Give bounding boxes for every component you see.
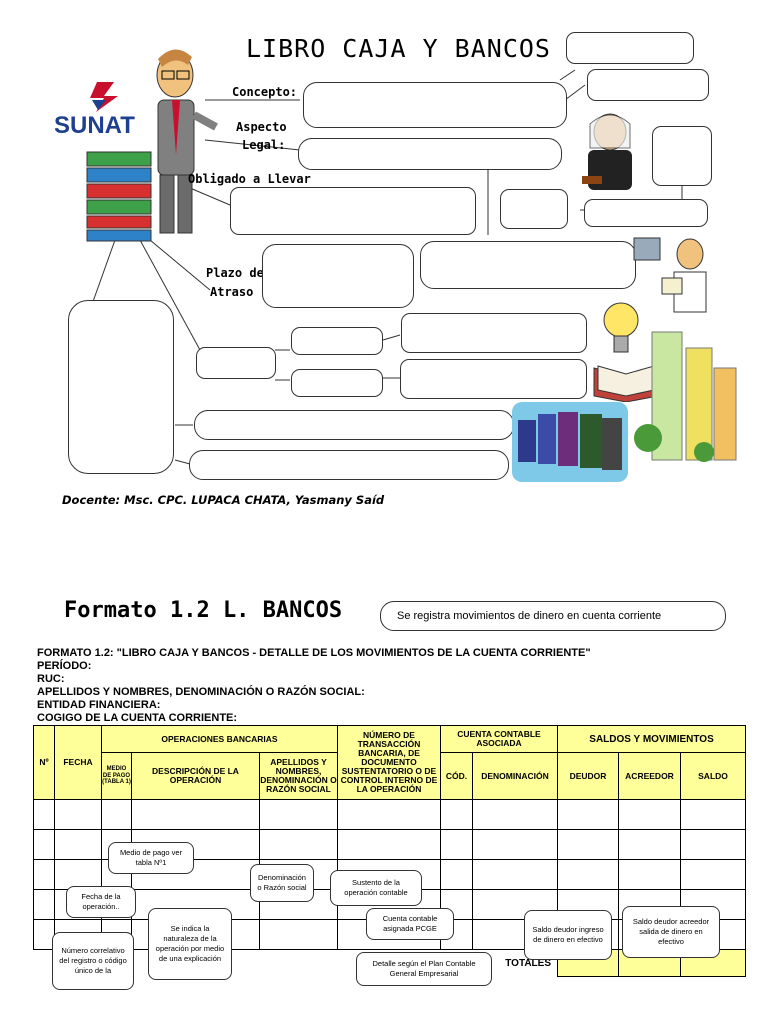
header-line-1: FORMATO 1.2: "LIBRO CAJA Y BANCOS - DETA… — [37, 647, 591, 659]
box-middle — [420, 241, 636, 289]
label-aspecto-1: Aspecto — [236, 120, 287, 134]
col-header-numero-transaccion: NÚMERO DE TRANSACCIÓN BANCARIA, DE DOCUM… — [337, 725, 441, 800]
binders-stack-illustration — [85, 150, 155, 242]
box-obligado-2 — [500, 189, 568, 229]
box-branch-1 — [291, 327, 383, 355]
header-line-6: COGIGO DE LA CUENTA CORRIENTE: — [37, 712, 238, 724]
box-title-right — [566, 32, 694, 64]
col-header-saldos: SALDOS Y MOVIMIENTOS — [556, 725, 747, 753]
box-bottom-2 — [189, 450, 509, 480]
page-title: LIBRO CAJA Y BANCOS — [246, 34, 551, 63]
col-header-cod: CÓD. — [440, 752, 473, 800]
note-saldo-acreedor: Saldo deudor acreedor salida de dinero e… — [622, 906, 720, 958]
binders-photo — [512, 402, 628, 482]
box-right-2 — [584, 199, 708, 227]
sunat-logo-text: SUNAT — [54, 112, 135, 139]
ledger-table: Nº FECHA OPERACIONES BANCARIAS NÚMERO DE… — [33, 725, 747, 977]
buildings-illustration — [632, 328, 738, 464]
box-right-tall — [652, 126, 712, 186]
note-cuenta-pcge: Cuenta contable asignada PCGE — [366, 908, 454, 940]
box-aspecto — [298, 138, 562, 170]
formato-title: Formato 1.2 L. BANCOS — [64, 598, 343, 623]
header-line-3: RUC: — [37, 673, 65, 685]
sunat-logo-icon — [90, 82, 118, 112]
box-concepto — [303, 82, 567, 128]
label-plazo-1: Plazo de — [206, 266, 264, 280]
note-saldo-deudor: Saldo deudor ingreso de dinero en efecti… — [524, 910, 612, 960]
box-right-1 — [587, 69, 709, 101]
open-book-illustration — [590, 358, 662, 403]
col-header-medio: MEDIO DE PAGO (TABLA 1) — [101, 752, 132, 800]
judge-illustration — [578, 110, 642, 194]
totales-label: TOTALES — [505, 957, 551, 969]
note-detalle-plan: Detalle según el Plan Contable General E… — [356, 952, 492, 986]
label-plazo-2: Atraso — [210, 285, 254, 299]
box-branch-1-detail — [401, 313, 587, 353]
header-line-5: ENTIDAD FINANCIERA: — [37, 699, 161, 711]
note-naturaleza: Se indica la naturaleza de la operación … — [148, 908, 232, 980]
label-obligado: Obligado a Llevar — [188, 172, 311, 186]
label-aspecto-2: Legal: — [242, 138, 286, 152]
header-line-4: APELLIDOS Y NOMBRES, DENOMINACIÓN O RAZÓ… — [37, 686, 365, 698]
note-sustento: Sustento de la operación contable — [330, 870, 422, 906]
note-medio-pago: Medio de pago ver tabla Nº1 — [108, 842, 194, 874]
col-header-saldo: SALDO — [679, 752, 747, 800]
label-concepto: Concepto: — [232, 85, 298, 99]
sunat-logo: SUNAT — [52, 76, 162, 139]
note-fecha: Fecha de la operación.. — [66, 886, 136, 918]
box-small-mid — [196, 347, 276, 379]
col-header-cuenta: CUENTA CONTABLE ASOCIADA — [440, 725, 558, 753]
table-row — [33, 829, 747, 860]
box-plazo — [262, 244, 414, 308]
reading-man-illustration — [632, 232, 712, 316]
lightbulb-illustration — [602, 300, 640, 360]
col-header-fecha: FECHA — [54, 725, 102, 800]
col-header-denominacion: DENOMINACIÓN — [472, 752, 558, 800]
box-obligado — [230, 187, 476, 235]
col-header-acreedor: ACREEDOR — [618, 752, 681, 800]
box-left-tall — [68, 300, 174, 474]
formato-callout: Se registra movimientos de dinero en cue… — [380, 601, 726, 631]
col-header-descripcion: DESCRIPCIÓN DE LA OPERACIÓN — [131, 752, 260, 800]
box-branch-2-detail — [400, 359, 587, 399]
table-row — [33, 799, 747, 830]
col-header-deudor: DEUDOR — [557, 752, 619, 800]
col-header-num: Nº — [33, 725, 55, 800]
cartoon-man-illustration — [130, 45, 220, 240]
box-bottom-1 — [194, 410, 514, 440]
col-header-operaciones: OPERACIONES BANCARIAS — [101, 725, 338, 753]
box-branch-2 — [291, 369, 383, 397]
header-line-2: PERÍODO: — [37, 660, 92, 672]
docente-credit: Docente: Msc. CPC. LUPACA CHATA, Yasmany… — [62, 493, 385, 507]
note-denominacion: Denominación o Razón social — [250, 864, 314, 902]
note-numero-correlativo: Número correlativo del registro o código… — [52, 932, 134, 990]
col-header-apellidos: APELLIDOS Y NOMBRES, DENOMINACIÓN O RAZÓ… — [259, 752, 338, 800]
